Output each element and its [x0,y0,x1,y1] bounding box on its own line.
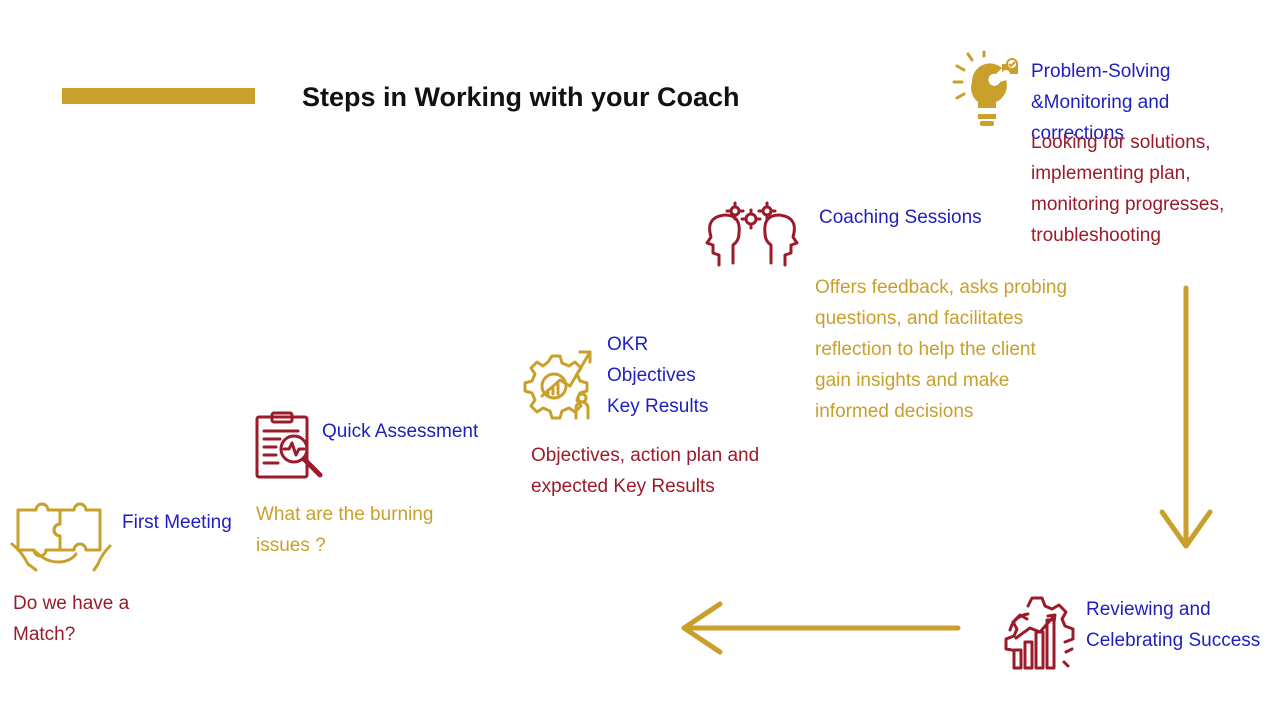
desc-line: Looking for solutions, [1031,132,1211,153]
lightbulb-puzzle-icon [952,50,1018,126]
gear-target-growth-icon [523,350,592,420]
step-first-meeting-label: First Meeting [122,512,232,533]
label-line: OKR [607,334,649,355]
label-line: Objectives [607,365,696,386]
label-line: Reviewing and [1086,599,1211,620]
desc-line: reflection to help the client [815,339,1036,360]
desc-line: Match? [13,624,76,645]
desc-line: expected Key Results [531,476,715,497]
step-okr-desc: Objectives, action plan and expected Key… [531,440,759,502]
desc-line: gain insights and make [815,370,1010,391]
label-line: &Monitoring and [1031,92,1170,113]
arrow-down-icon [1159,285,1213,549]
desc-line: questions, and facilitates [815,308,1024,329]
puzzle-handshake-icon [10,502,112,572]
label-line: Celebrating Success [1086,630,1261,651]
desc-line: issues ? [256,535,326,556]
title-accent-bar [62,88,255,104]
step-coaching-sessions-desc: Offers feedback, asks probing questions,… [815,272,1067,427]
step-reviewing-label: Reviewing and Celebrating Success [1086,594,1260,656]
desc-line: Do we have a [13,593,130,614]
step-problem-solving-desc: Looking for solutions, implementing plan… [1031,127,1224,251]
desc-line: What are the burning [256,504,434,525]
label-line: Problem-Solving [1031,61,1171,82]
step-okr-label: OKR Objectives Key Results [607,329,708,422]
desc-line: Offers feedback, asks probing [815,277,1068,298]
desc-line: informed decisions [815,401,974,422]
arrow-left-icon [681,601,961,655]
desc-line: troubleshooting [1031,225,1161,246]
step-coaching-sessions-label: Coaching Sessions [819,207,982,228]
heads-gears-icon [705,201,799,267]
gear-bar-chart-icon [1004,596,1075,670]
label-line: Key Results [607,396,709,417]
page-title: Steps in Working with your Coach [302,82,740,112]
label-line: corrections [1031,123,1124,144]
clipboard-magnifier-icon [255,411,323,479]
desc-line: monitoring progresses, [1031,194,1225,215]
desc-line: Objectives, action plan and [531,445,760,466]
step-quick-assessment-desc: What are the burning issues ? [256,499,433,561]
step-problem-solving-label: Problem-Solving &Monitoring and correcti… [1031,56,1170,149]
step-quick-assessment-label: Quick Assessment [322,421,479,442]
step-first-meeting-desc: Do we have a Match? [13,588,129,650]
desc-line: implementing plan, [1031,163,1191,184]
